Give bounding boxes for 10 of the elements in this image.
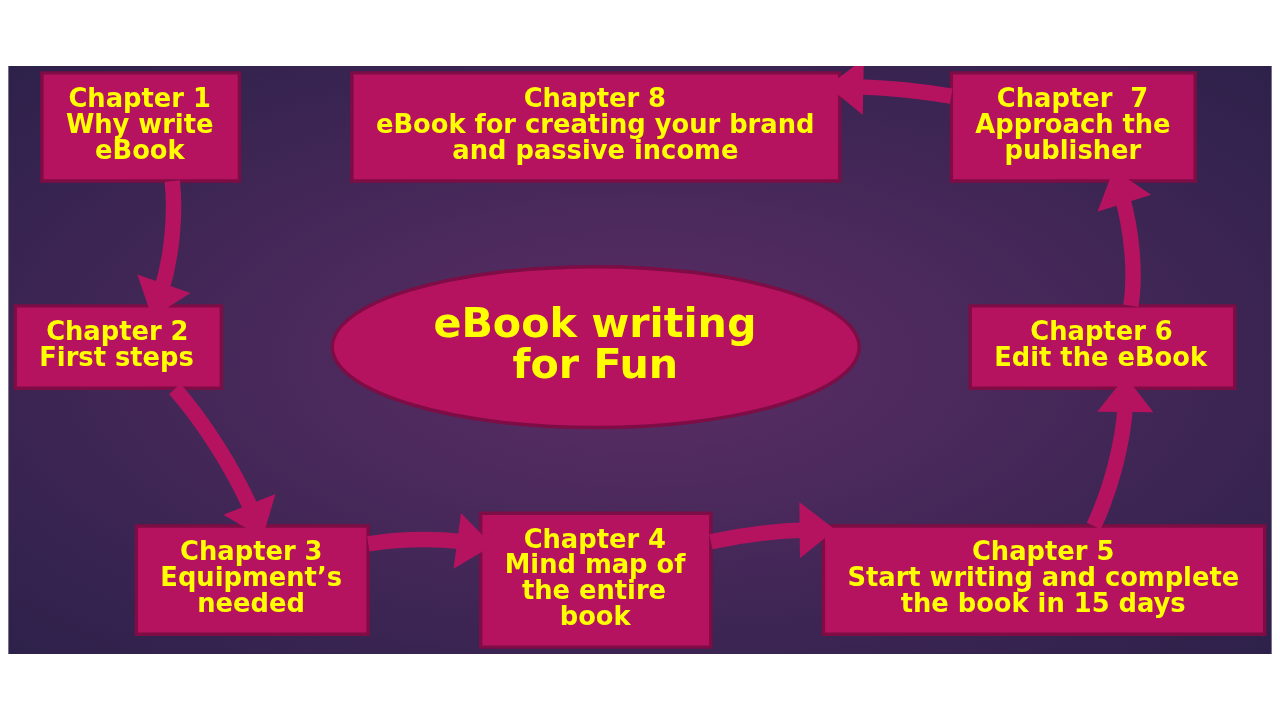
node-box: Chapter 7 Approach the publisher bbox=[949, 71, 1197, 183]
arrow bbox=[709, 502, 836, 559]
node-box: Chapter 5 Start writing and complete the book in 15 days bbox=[821, 524, 1267, 636]
node-ellipse: eBook writing for Fun bbox=[330, 264, 861, 430]
node-box: Chapter 3 Equipment’s needed bbox=[134, 524, 370, 636]
node-box: Chapter 2 First steps bbox=[13, 304, 224, 391]
node-box: Chapter 6 Edit the eBook bbox=[968, 304, 1237, 391]
node-box: Chapter 8 eBook for creating your brand and passive income bbox=[350, 71, 842, 183]
node-box: Chapter 4 Mind map of the entire book bbox=[478, 511, 713, 649]
node-box: Chapter 1 Why write eBook bbox=[40, 71, 242, 183]
